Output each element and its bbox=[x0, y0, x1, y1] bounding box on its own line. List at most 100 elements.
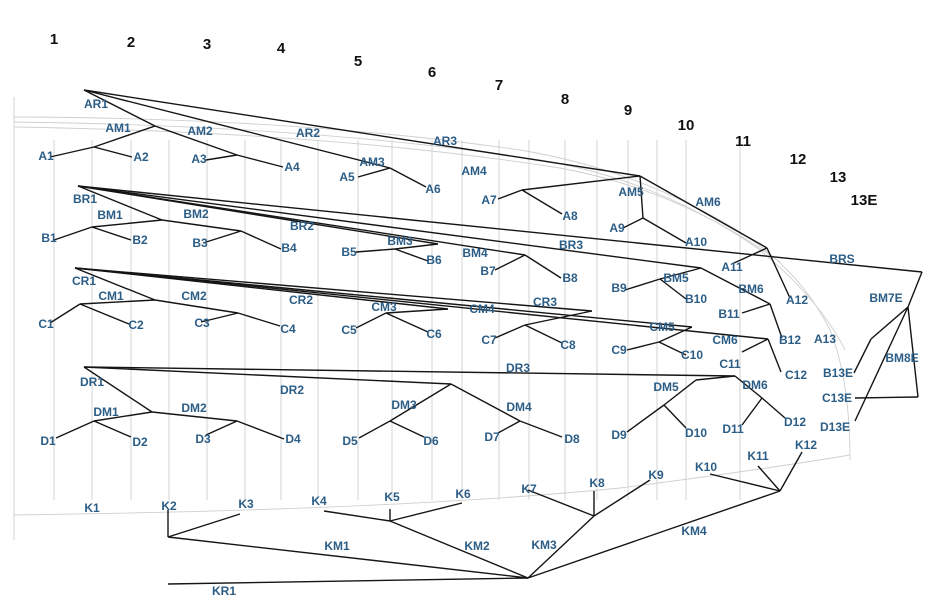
column-number-label: 13E bbox=[851, 192, 878, 209]
column-number-label: 2 bbox=[127, 34, 135, 51]
node-label-d9: D9 bbox=[611, 428, 627, 442]
node-label-b6: B6 bbox=[426, 253, 442, 267]
vein-segment bbox=[741, 303, 771, 314]
vein-segment bbox=[766, 247, 791, 299]
node-label-a3: A3 bbox=[191, 152, 207, 166]
node-label-b10: B10 bbox=[685, 292, 707, 306]
column-number-label: 9 bbox=[624, 102, 632, 119]
vein-segment bbox=[77, 185, 526, 256]
node-label-k10: K10 bbox=[695, 460, 717, 474]
vein-segment bbox=[74, 267, 156, 301]
node-label-km1: KM1 bbox=[324, 539, 350, 553]
column-number-label: 11 bbox=[735, 133, 751, 150]
node-label-k7: K7 bbox=[521, 482, 537, 496]
node-label-brs: BRS bbox=[829, 252, 854, 266]
node-label-d12: D12 bbox=[784, 415, 806, 429]
vein-segment bbox=[642, 217, 687, 244]
vein-segment bbox=[355, 312, 387, 329]
node-label-dm3: DM3 bbox=[391, 398, 417, 412]
vein-segment bbox=[77, 185, 702, 269]
vein-segment bbox=[757, 465, 781, 492]
vein-segment bbox=[167, 513, 241, 538]
node-label-d6: D6 bbox=[423, 434, 439, 448]
guide-line bbox=[13, 454, 851, 516]
vein-segment bbox=[907, 306, 919, 398]
vein-segment bbox=[389, 502, 463, 522]
node-label-b7: B7 bbox=[480, 264, 496, 278]
node-label-k8: K8 bbox=[589, 476, 605, 490]
vein-segment bbox=[49, 146, 95, 158]
node-label-c6: C6 bbox=[426, 327, 442, 341]
vein-segment bbox=[202, 230, 242, 244]
node-label-kr1: KR1 bbox=[212, 584, 236, 598]
vein-segment bbox=[741, 397, 763, 426]
vein-segment bbox=[779, 451, 803, 492]
node-label-b1: B1 bbox=[41, 231, 57, 245]
node-label-k4: K4 bbox=[311, 494, 327, 508]
node-label-d1: D1 bbox=[40, 434, 56, 448]
vein-segment bbox=[323, 510, 391, 522]
node-label-a8: A8 bbox=[562, 209, 578, 223]
vein-segment bbox=[394, 248, 429, 262]
node-label-am5: AM5 bbox=[618, 185, 644, 199]
node-label-km4: KM4 bbox=[681, 524, 707, 538]
node-label-cr1: CR1 bbox=[72, 274, 96, 288]
node-label-d2: D2 bbox=[132, 435, 148, 449]
column-number-label: 1 bbox=[50, 31, 58, 48]
vein-segment bbox=[358, 420, 391, 439]
node-label-a11: A11 bbox=[721, 260, 743, 274]
node-label-br3: BR3 bbox=[559, 238, 583, 252]
background-guide-lines bbox=[13, 97, 851, 540]
vein-segment bbox=[626, 404, 665, 433]
vein-segment bbox=[83, 366, 736, 377]
vein-segment bbox=[93, 411, 153, 422]
vein-segment bbox=[237, 312, 281, 327]
vein-segment bbox=[205, 420, 238, 436]
vein-segment bbox=[385, 312, 429, 333]
column-number-label: 5 bbox=[354, 53, 362, 70]
node-label-am3: AM3 bbox=[359, 155, 385, 169]
node-label-cm4: CM4 bbox=[469, 302, 495, 316]
vein-segment bbox=[494, 254, 526, 271]
node-label-b9: B9 bbox=[611, 281, 627, 295]
node-label-br2: BR2 bbox=[290, 219, 314, 233]
vein-segment bbox=[77, 185, 923, 273]
node-label-d5: D5 bbox=[342, 434, 358, 448]
node-label-bm5: BM5 bbox=[663, 271, 689, 285]
node-label-k5: K5 bbox=[384, 490, 400, 504]
node-label-a10: A10 bbox=[685, 235, 707, 249]
vein-segment bbox=[519, 420, 563, 438]
node-label-d8: D8 bbox=[564, 432, 580, 446]
column-number-label: 10 bbox=[678, 117, 695, 134]
vein-segment bbox=[389, 383, 452, 422]
node-label-ar2: AR2 bbox=[296, 126, 320, 140]
column-number-label: 7 bbox=[495, 77, 503, 94]
vein-segment bbox=[622, 217, 644, 229]
guide-line bbox=[13, 121, 846, 351]
node-label-c5: C5 bbox=[341, 323, 357, 337]
vein-segment bbox=[355, 248, 396, 253]
node-label-c13e: C13E bbox=[822, 391, 852, 405]
vein-segment bbox=[450, 383, 521, 422]
column-number-label: 13 bbox=[830, 169, 847, 186]
guide-line bbox=[13, 116, 851, 461]
node-label-k11: K11 bbox=[747, 449, 769, 463]
node-label-am1: AM1 bbox=[105, 121, 131, 135]
node-label-k12: K12 bbox=[795, 438, 817, 452]
node-label-bm8e: BM8E bbox=[885, 351, 918, 365]
vein-segment bbox=[854, 306, 909, 422]
vein-segment bbox=[658, 326, 693, 343]
node-label-c3: C3 bbox=[194, 316, 210, 330]
node-label-a13: A13 bbox=[814, 332, 836, 346]
node-label-bm1: BM1 bbox=[97, 208, 123, 222]
node-label-bm2: BM2 bbox=[183, 207, 209, 221]
vein-segment bbox=[53, 226, 93, 241]
node-label-am6: AM6 bbox=[695, 195, 721, 209]
node-label-cr3: CR3 bbox=[533, 295, 557, 309]
node-label-d10: D10 bbox=[685, 426, 707, 440]
vein-segment bbox=[761, 397, 786, 419]
node-label-d13e: D13E bbox=[820, 420, 850, 434]
node-label-dm6: DM6 bbox=[742, 378, 768, 392]
